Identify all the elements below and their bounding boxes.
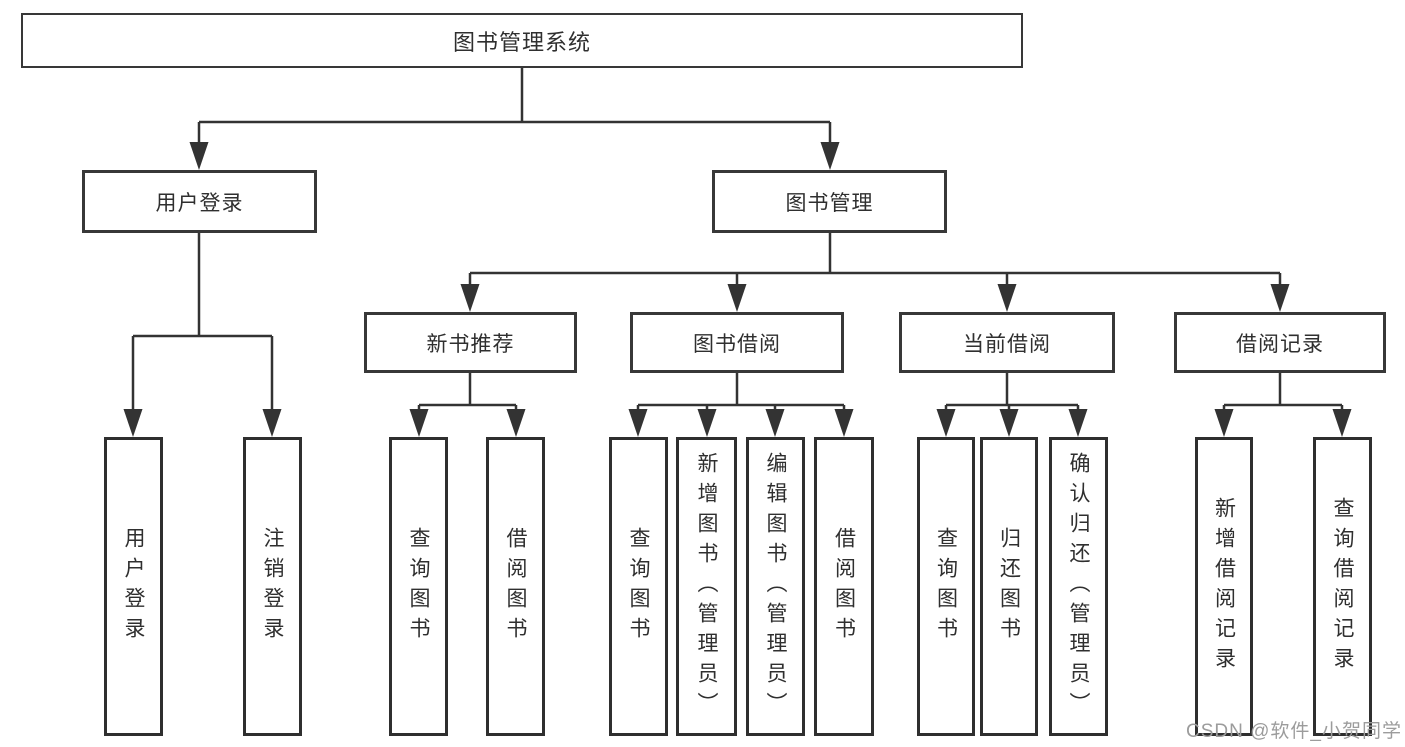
node-new-book-recommendation: 新书推荐 [364, 312, 577, 373]
leaf-label: 新增借阅记录 [1212, 496, 1236, 677]
node-library-management-system: 图书管理系统 [21, 13, 1023, 68]
node-label: 用户登录 [155, 191, 244, 215]
leaf-return-books: 归还图书 [980, 437, 1038, 736]
leaf-label: 编辑图书（管理员） [764, 451, 788, 722]
leaf-add-borrow-record: 新增借阅记录 [1195, 437, 1253, 736]
leaf-label: 查询图书 [407, 526, 431, 647]
leaf-label: 查询图书 [934, 526, 958, 647]
leaf-query-books-2: 查询图书 [609, 437, 668, 736]
node-label: 图书管理系统 [452, 29, 591, 55]
leaf-label: 确认归还（管理员） [1067, 451, 1091, 722]
node-label: 当前借阅 [963, 332, 1051, 356]
node-label: 图书借阅 [693, 332, 781, 356]
leaf-label: 归还图书 [997, 526, 1021, 647]
csdn-watermark: CSDN @软件_小贺同学 [1186, 721, 1402, 742]
leaf-label: 注销登录 [261, 526, 285, 647]
leaf-query-borrow-record: 查询借阅记录 [1313, 437, 1372, 736]
node-label: 图书管理 [785, 191, 874, 215]
node-book-borrowing: 图书借阅 [630, 312, 844, 373]
leaf-label: 用户登录 [122, 526, 146, 647]
leaf-label: 借阅图书 [504, 526, 528, 647]
leaf-logout: 注销登录 [243, 437, 302, 736]
node-current-borrowing: 当前借阅 [899, 312, 1115, 373]
leaf-edit-books-admin: 编辑图书（管理员） [746, 437, 805, 736]
node-label: 借阅记录 [1236, 332, 1324, 356]
leaf-user-login: 用户登录 [104, 437, 163, 736]
leaf-borrow-books-2: 借阅图书 [814, 437, 874, 736]
node-label: 新书推荐 [426, 332, 515, 356]
node-book-management: 图书管理 [712, 170, 947, 233]
leaf-label: 查询图书 [627, 526, 651, 647]
leaf-add-books-admin: 新增图书（管理员） [676, 437, 737, 736]
leaf-label: 借阅图书 [832, 526, 856, 647]
leaf-label: 新增图书（管理员） [695, 451, 719, 722]
leaf-query-books: 查询图书 [389, 437, 448, 736]
leaf-label: 查询借阅记录 [1331, 496, 1355, 677]
leaf-confirm-return-admin: 确认归还（管理员） [1049, 437, 1108, 736]
node-borrowing-records: 借阅记录 [1174, 312, 1386, 373]
leaf-query-books-3: 查询图书 [917, 437, 975, 736]
leaf-borrow-books: 借阅图书 [486, 437, 545, 736]
node-user-login: 用户登录 [82, 170, 317, 233]
